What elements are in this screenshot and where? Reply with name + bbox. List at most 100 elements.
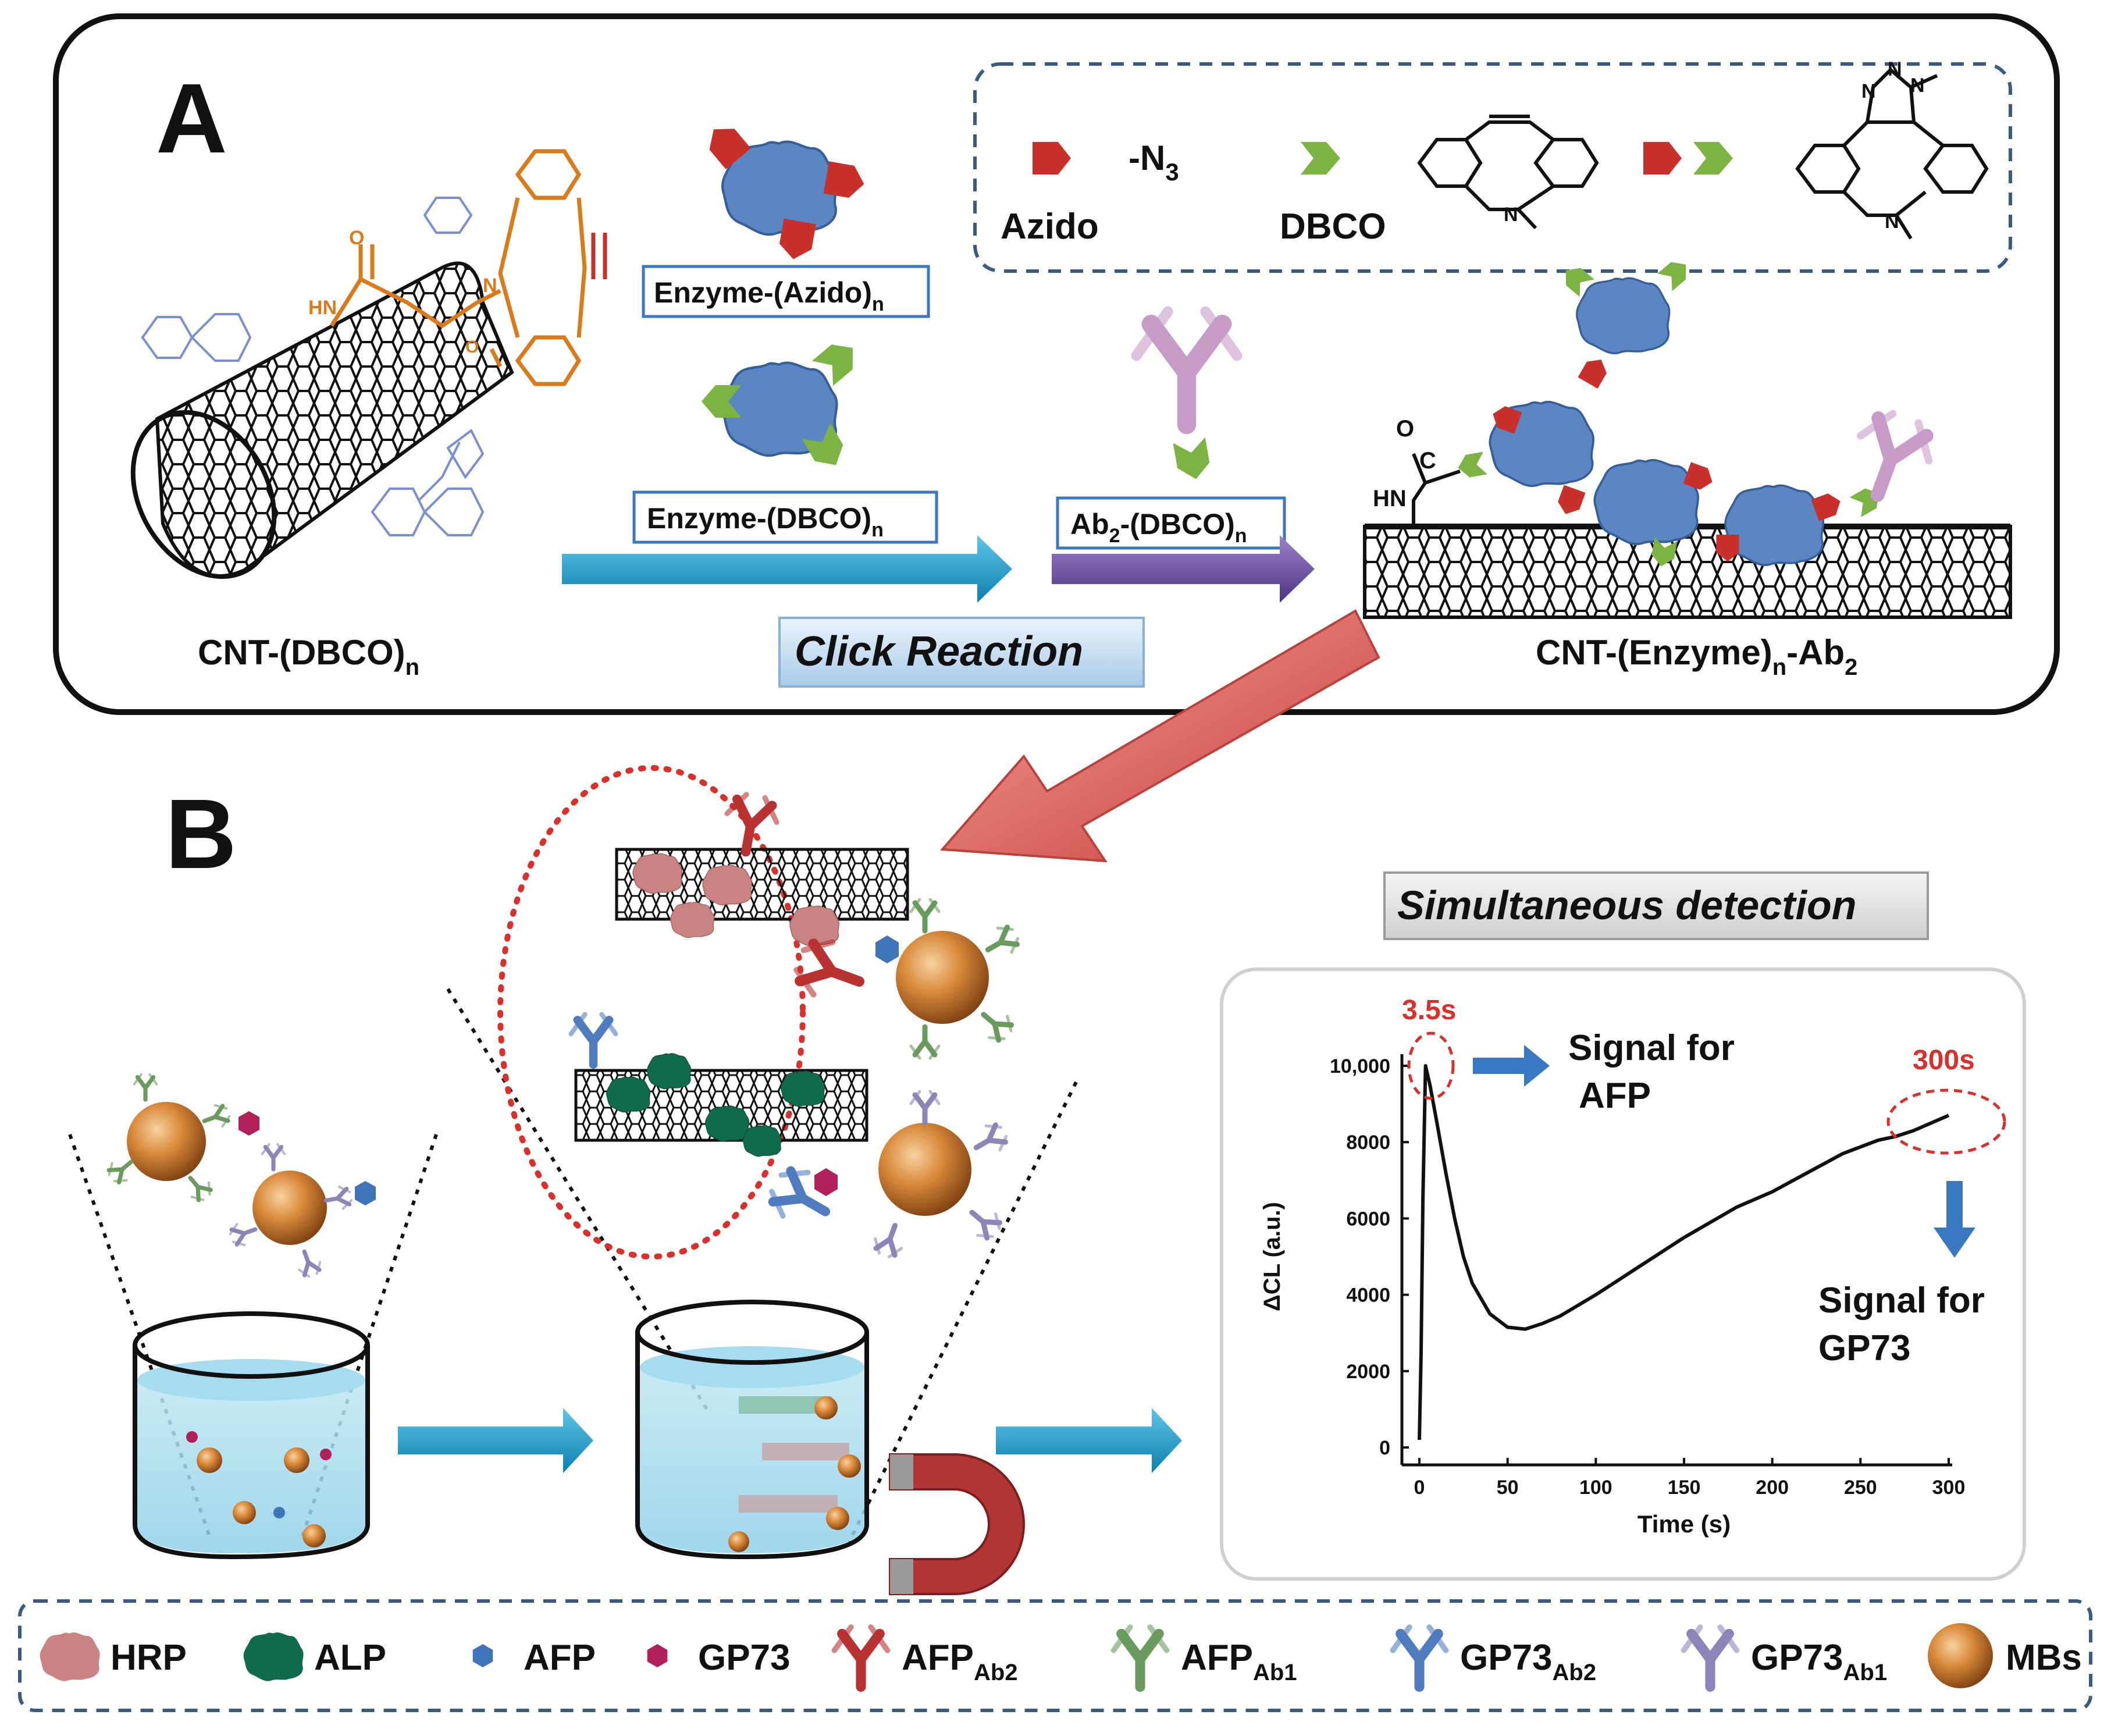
end-highlight-circle [1886,1088,2006,1155]
panel-b: B [68,765,2026,1595]
peak-highlight-circle [1407,1031,1455,1100]
triazole-n1: N [1861,80,1876,102]
svg-text:Ab2-(DBCO)n: Ab2-(DBCO)n [1070,508,1247,547]
triazole-n2: N [1888,58,1902,80]
x-tick-label: 100 [1579,1477,1612,1499]
panel-b-letter: B [165,779,237,890]
product-n: N [1885,211,1899,233]
panel-a-letter: A [156,63,227,174]
blue-arrow-afp [1473,1045,1550,1087]
enzyme-dbco-box [632,490,938,544]
product-cnt-conjugate: O C HN [1363,255,2012,619]
teal-arrow-b2 [996,1408,1182,1473]
beaker-middle [635,1300,869,1560]
chart-x-label: Time (s) [1637,1510,1731,1538]
red-arrow-a-to-b [939,609,1380,863]
y-tick-label: 2000 [1346,1361,1390,1383]
dbco-symbol [1301,142,1340,175]
legend-label-gp73: GP73 [698,1638,791,1678]
cnt-dbco-sub: n [405,654,419,680]
click-chemistry-legend-box [973,62,2012,273]
y-tick-label: 6000 [1346,1208,1390,1230]
chart-series [1418,1064,1950,1440]
dbco-symbol-combined [1693,142,1733,175]
signal-afp-line1: Signal for [1568,1028,1735,1068]
bead-upper [896,931,989,1024]
ab2-dbco-box [1056,496,1286,550]
beaker-left [133,1311,370,1560]
legend-label-afp: AFP [524,1638,596,1678]
cnt-dbco-label: CNT-(DBCO) [198,633,405,672]
legend-label-mbs: MBs [2006,1638,2082,1678]
legend-icon-afp-ab2 [834,1627,887,1687]
signal-gp73-line2: GP73 [1818,1328,1911,1368]
svg-text:-N3: -N3 [1129,138,1179,186]
chart-y-label: ΔCL (a.u.) [1259,1202,1285,1311]
x-tick-label: 0 [1414,1477,1425,1499]
dbco-structure [1417,115,1599,230]
legend-icon-mbs [1928,1623,1993,1688]
cl-series-line [1418,1064,1950,1440]
product-hn-label: HN [1373,486,1407,511]
legend-icon-gp73-ab2 [1393,1627,1446,1687]
enzyme-azido-icon [701,119,867,262]
highlight-ellipse [497,765,806,1260]
ab2-dbco-sub2: n [1235,525,1247,547]
signal-afp-line2: AFP [1579,1076,1651,1116]
panel-a-frame [53,13,2060,715]
magnet-icon [889,1453,1025,1595]
free-beads [105,1075,376,1279]
enzyme-dbco-icon [702,335,864,474]
cnt-hrp-conjugate [615,792,1022,1058]
triazole-product-structure [1795,67,1989,240]
triazole-n3: N [1910,74,1925,97]
cnt-hn-label: HN [308,297,337,319]
dbco-label: DBCO [1280,207,1386,247]
dbco-n: N [1504,204,1518,226]
panel-a: A Azido -N3 DBCO N N [53,13,2060,715]
enzyme-azido-box [642,265,930,318]
x-tick-label: 250 [1844,1477,1877,1499]
x-tick-label: 300 [1932,1477,1966,1499]
x-tick-label: 50 [1497,1477,1519,1499]
blue-arrow-gp73 [1934,1181,1975,1258]
x-tick-label: 150 [1668,1477,1701,1499]
legend-icon-alp [243,1632,304,1681]
enzyme-azido-sub: n [872,293,884,315]
legend-icon-gp73 [647,1644,668,1667]
product-c-label: C [1419,448,1436,474]
carbon-nanotube-dbco: O HN N O [130,149,607,579]
product-o-label: O [1396,416,1414,442]
simultaneous-detection-label: Simultaneous detection [1397,883,1857,928]
legend-label-hrp: HRP [111,1638,187,1678]
chart-frame [1220,967,2026,1581]
enzyme-dbco-sub: n [871,519,884,541]
legend-icon-afp-ab1 [1113,1627,1166,1687]
end-time-label: 300s [1913,1045,1975,1076]
y-tick-label: 8000 [1346,1132,1390,1154]
ab2-dbco-post: -(DBCO) [1120,508,1235,540]
product-label-sub1: n [1772,654,1786,680]
legend-icon-afp [472,1644,493,1667]
teal-arrow-a [562,535,1012,603]
svg-text:Enzyme-(DBCO)n: Enzyme-(DBCO)n [647,502,884,541]
svg-text:CNT-(Enzyme)n-Ab2: CNT-(Enzyme)n-Ab2 [1536,633,1857,680]
x-tick-label: 200 [1756,1477,1789,1499]
bottom-legend-box [18,1599,2092,1712]
azido-symbol [1033,142,1071,175]
purple-arrow-a [1052,535,1315,603]
legend-label-gp73-ab2: GP73Ab2 [1460,1638,1596,1685]
azido-label: Azido [1001,207,1099,247]
ab2-dbco-icon [1137,312,1237,482]
bead-lower [878,1123,971,1216]
azide-formula-sub: 3 [1165,158,1179,186]
ab2-dbco-pre: Ab [1070,508,1109,540]
enzyme-dbco-label: Enzyme-(DBCO) [647,502,871,535]
azide-formula: -N [1129,138,1165,177]
cnt-o-label: O [349,227,364,249]
svg-text:CNT-(DBCO)n: CNT-(DBCO)n [198,633,419,680]
